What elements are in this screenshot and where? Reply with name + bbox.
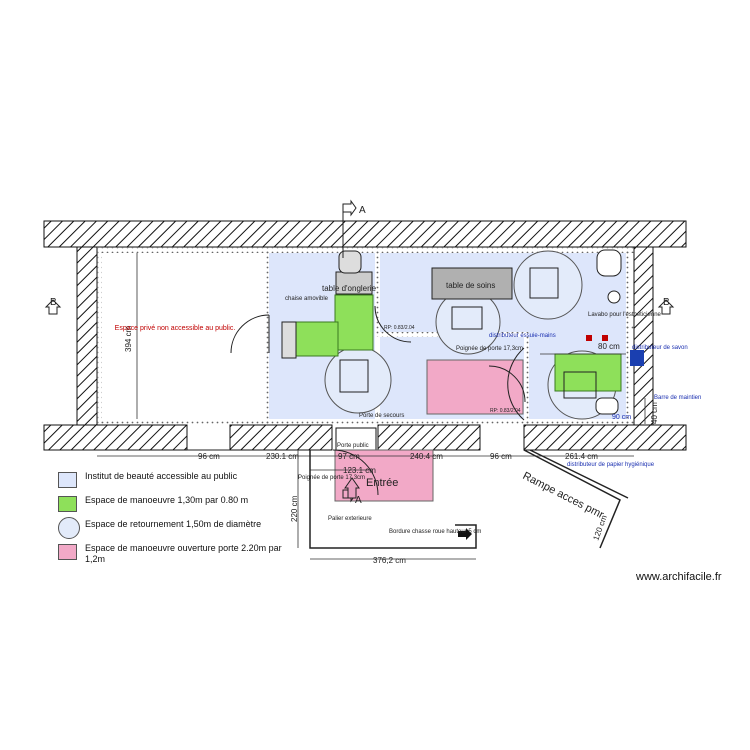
doors bbox=[187, 305, 526, 496]
legend-label-turning: Espace de retournement 1,50m de diamètre bbox=[85, 519, 262, 529]
private-space-label: Espace privé non accessible au public. bbox=[115, 325, 236, 332]
treatment-table-label: table de soins bbox=[446, 281, 495, 290]
dim-80: 80 cm bbox=[598, 342, 620, 351]
legend-label-maneuver: Espace de manoeuvre 1,30m par 0.80 m bbox=[85, 495, 249, 505]
curb-label: Bordure chasse roue hauteur 5 cm bbox=[389, 529, 481, 535]
ramp-label: Rampe acces pmr bbox=[521, 470, 606, 521]
soap-dispenser-label: distributeur de savon bbox=[632, 345, 688, 351]
sink-label: Lavabo pour l'esthéticienne bbox=[588, 312, 662, 318]
toilet-paper-label: distributeur de papier hygiénique bbox=[567, 462, 655, 468]
dim-261: 261.4 cm bbox=[565, 452, 598, 461]
door-spaces bbox=[334, 359, 524, 502]
emergency-door-label: Porte de secours bbox=[359, 413, 404, 419]
legend-item-door-space: Espace de manoeuvre ouverture porte 2.20… bbox=[58, 542, 318, 568]
section-label-b-left: B bbox=[50, 297, 57, 308]
section-label-b-right: B bbox=[663, 297, 670, 308]
wheelchair-markers bbox=[339, 267, 597, 399]
legend-swatch-maneuver bbox=[58, 496, 77, 512]
dim-230: 230.1 cm bbox=[266, 452, 299, 461]
legend-label-door-space: Espace de manoeuvre ouverture porte 2.20… bbox=[85, 543, 282, 564]
door-rp-label-2: RP: 0.83/2.04 bbox=[490, 408, 521, 414]
legend-item-turning: Espace de retournement 1,50m de diamètre bbox=[58, 517, 318, 539]
door-rp-label-1: RP: 0.83/2.04 bbox=[384, 325, 415, 331]
dim-97: 97 cm bbox=[338, 452, 360, 461]
public-door-label: Porte public bbox=[337, 443, 369, 449]
dim-90: 90 cm bbox=[612, 414, 631, 421]
dim-height-room: 394 cm bbox=[124, 325, 133, 352]
section-label-a-top: A bbox=[359, 205, 366, 216]
legend-swatch-door-space bbox=[58, 544, 77, 560]
legend-swatch-turning bbox=[58, 517, 80, 539]
furniture bbox=[281, 249, 644, 415]
hand-dryer-label: distributeur essuie-mains bbox=[489, 333, 556, 339]
legend: Institut de beauté accessible au public … bbox=[58, 470, 318, 572]
door-handle-label-1: Poignée de porte 17,3cm bbox=[456, 346, 523, 352]
dim-96-left: 96 cm bbox=[198, 452, 220, 461]
dim-96-right: 96 cm bbox=[490, 452, 512, 461]
dim-123: 123.1 cm bbox=[343, 466, 376, 475]
nail-table-label: table d'onglerie bbox=[322, 284, 377, 293]
legend-swatch-public-area bbox=[58, 472, 77, 488]
dim-220: 220 cm bbox=[290, 495, 299, 522]
dimension-lines bbox=[97, 253, 646, 560]
entrance-arrow-icon bbox=[344, 477, 360, 499]
curb-arrow-icon bbox=[458, 528, 472, 540]
legend-label-public-area: Institut de beauté accessible au public bbox=[85, 471, 238, 481]
legend-item-public-area: Institut de beauté accessible au public bbox=[58, 470, 318, 490]
watermark: www.archifacile.fr bbox=[636, 571, 722, 583]
landing-label: Palier exterieure bbox=[328, 516, 372, 522]
entrance-outline bbox=[309, 449, 629, 549]
dim-240: 240.4 cm bbox=[410, 452, 443, 461]
grab-bar-label: Barre de maintien bbox=[654, 395, 701, 401]
legend-item-maneuver: Espace de manoeuvre 1,30m par 0.80 m bbox=[58, 494, 318, 514]
door-handle-label-2: Poignée de porte 17,3cm bbox=[298, 475, 365, 481]
walls bbox=[43, 220, 687, 451]
entry-label: Entrée bbox=[366, 477, 398, 489]
dim-40: 40 cm bbox=[650, 402, 659, 424]
section-label-a-bottom: A bbox=[355, 495, 362, 506]
dim-376: 376,2 cm bbox=[373, 556, 406, 565]
removable-chair-label: chaise amovible bbox=[285, 296, 329, 302]
